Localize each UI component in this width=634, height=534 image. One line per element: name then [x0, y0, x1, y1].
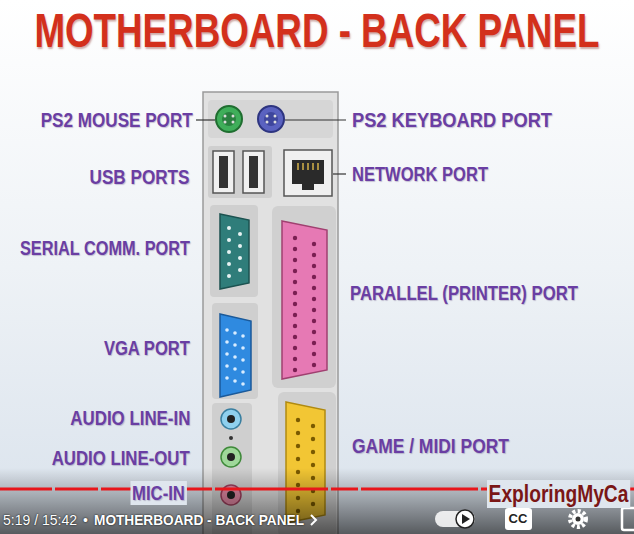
port-label: SERIAL COMM. PORT	[20, 236, 190, 260]
watermark: ExploringMyCa	[487, 480, 630, 508]
port-label: GAME / MIDI PORT	[352, 434, 509, 458]
parallel-port	[272, 206, 336, 388]
chapter-title: MOTHERBOARD - BACK PANEL	[94, 512, 304, 528]
port-label: AUDIO LINE-IN	[70, 406, 190, 430]
video-time: 5:19 / 15:42	[3, 512, 77, 528]
serial-port	[210, 205, 258, 297]
usb-ports	[208, 146, 272, 198]
port-label: AUDIO LINE-OUT	[52, 446, 190, 470]
captions-button: CC	[509, 512, 528, 527]
chevron-icon	[309, 513, 319, 527]
separator: •	[83, 512, 88, 528]
port-label: VGA PORT	[104, 336, 190, 360]
port-label: NETWORK PORT	[352, 162, 488, 186]
vga-port	[212, 303, 258, 399]
video-player-bar	[0, 468, 634, 534]
port-label: USB PORTS	[90, 165, 190, 189]
page-title: MOTHERBOARD - BACK PANEL	[35, 3, 600, 58]
port-label: MIC-IN	[130, 481, 186, 505]
port-label: PS2 MOUSE PORT	[41, 108, 193, 132]
leader-lines	[196, 120, 346, 174]
ps2-ports	[208, 100, 333, 138]
port-label: PARALLEL (PRINTER) PORT	[350, 281, 578, 305]
io-panel	[203, 92, 338, 534]
port-label: PS2 KEYBOARD PORT	[352, 108, 552, 132]
network-port	[284, 150, 332, 196]
